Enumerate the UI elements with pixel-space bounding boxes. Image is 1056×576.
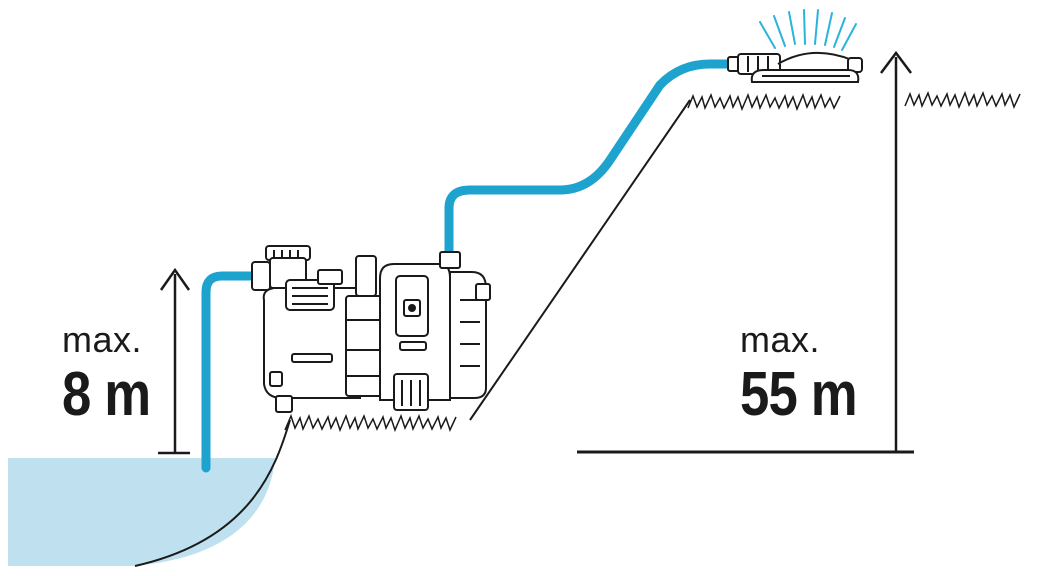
sprinkler-spray xyxy=(759,9,857,51)
left-height-label: max. 8 m xyxy=(62,322,166,426)
grass-icon xyxy=(904,90,1021,110)
sprinkler-icon xyxy=(727,51,863,83)
grass-icon xyxy=(284,413,457,433)
hill-slope xyxy=(469,99,691,421)
discharge-hose xyxy=(444,59,733,257)
up-arrow-icon xyxy=(158,267,191,455)
right-height-label: max. 55 m xyxy=(740,322,877,426)
left-height-prefix: max. xyxy=(62,319,143,360)
pump-icon xyxy=(251,245,491,413)
left-height-value: 8 m xyxy=(62,360,151,429)
right-height-value: 55 m xyxy=(740,360,858,429)
water-pool xyxy=(8,458,275,566)
up-arrow-icon xyxy=(880,50,912,452)
bank-line xyxy=(134,419,291,567)
grass-icon xyxy=(687,92,841,112)
suction-hose xyxy=(201,271,255,473)
right-height-prefix: max. xyxy=(740,319,821,360)
